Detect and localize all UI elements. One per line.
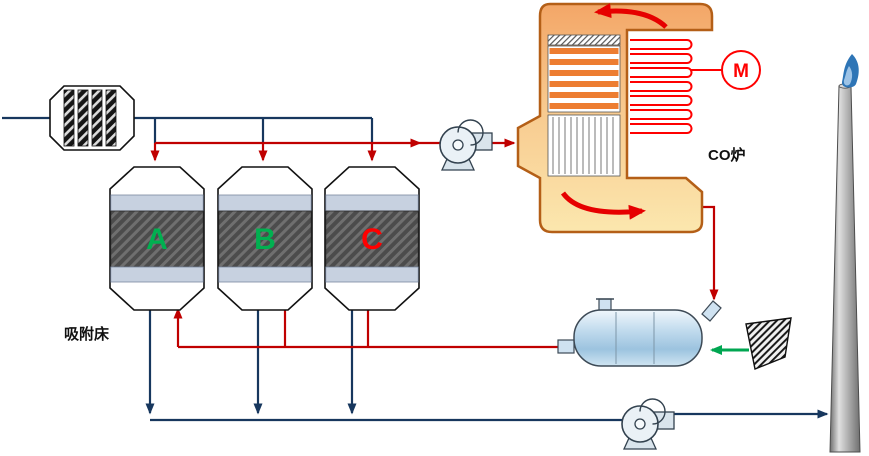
cooler-nozzle-left	[557, 339, 575, 354]
vessel-b-label: B	[254, 223, 276, 256]
vessel-band-top	[218, 194, 312, 212]
vessel-a-label: A	[146, 223, 168, 256]
vessel-band-bottom	[218, 266, 312, 283]
blower-icon-top	[439, 119, 493, 171]
heat-exchanger-icon	[547, 34, 621, 46]
motor-label: M	[733, 61, 749, 82]
vessel-band-top	[110, 194, 204, 212]
filter-element	[77, 89, 89, 147]
hopper	[710, 317, 792, 370]
coil-icon	[630, 39, 722, 134]
blower-icon-bottom	[621, 398, 675, 450]
stack-icon	[829, 85, 861, 453]
vessel-band-top	[325, 194, 419, 212]
top-circulation-arrow	[594, 3, 668, 29]
tube-bundle-icon	[547, 114, 621, 177]
co-furnace-label: CO炉	[708, 146, 746, 164]
adsorber-vessel-b: B	[217, 166, 313, 311]
filter-element	[91, 89, 103, 147]
vessel-c-label: C	[361, 223, 383, 256]
motor-icon: M	[721, 50, 761, 90]
bottom-circulation-arrow	[560, 191, 646, 220]
hot-gas-lines	[150, 138, 719, 349]
circulation-arrows	[560, 3, 668, 220]
flame-inner	[843, 66, 853, 86]
inlet-filter	[49, 85, 135, 151]
hopper-icon	[745, 317, 792, 370]
vessel-band-bottom	[110, 266, 204, 283]
co-furnace: M CO炉	[516, 2, 761, 234]
adsorbent-bed	[110, 210, 204, 268]
adsorber-vessel-c: C	[324, 166, 420, 311]
filter-element	[105, 89, 117, 147]
adsorber-vessel-a: A	[109, 166, 205, 311]
cooler-vessel	[557, 298, 722, 367]
exchanger-stripe-block	[547, 45, 621, 113]
filter-element	[63, 89, 75, 147]
cooler-vessel-icon	[573, 309, 703, 367]
exhaust-stack	[829, 54, 861, 453]
cooler-nozzle-inlet	[701, 300, 722, 322]
furnace-outlet-line	[702, 205, 719, 301]
clean-gas-lines	[2, 116, 829, 422]
adsorption-bed-label: 吸附床	[64, 325, 110, 343]
vessel-band-bottom	[325, 266, 419, 283]
adsorbent-bed	[325, 210, 419, 268]
